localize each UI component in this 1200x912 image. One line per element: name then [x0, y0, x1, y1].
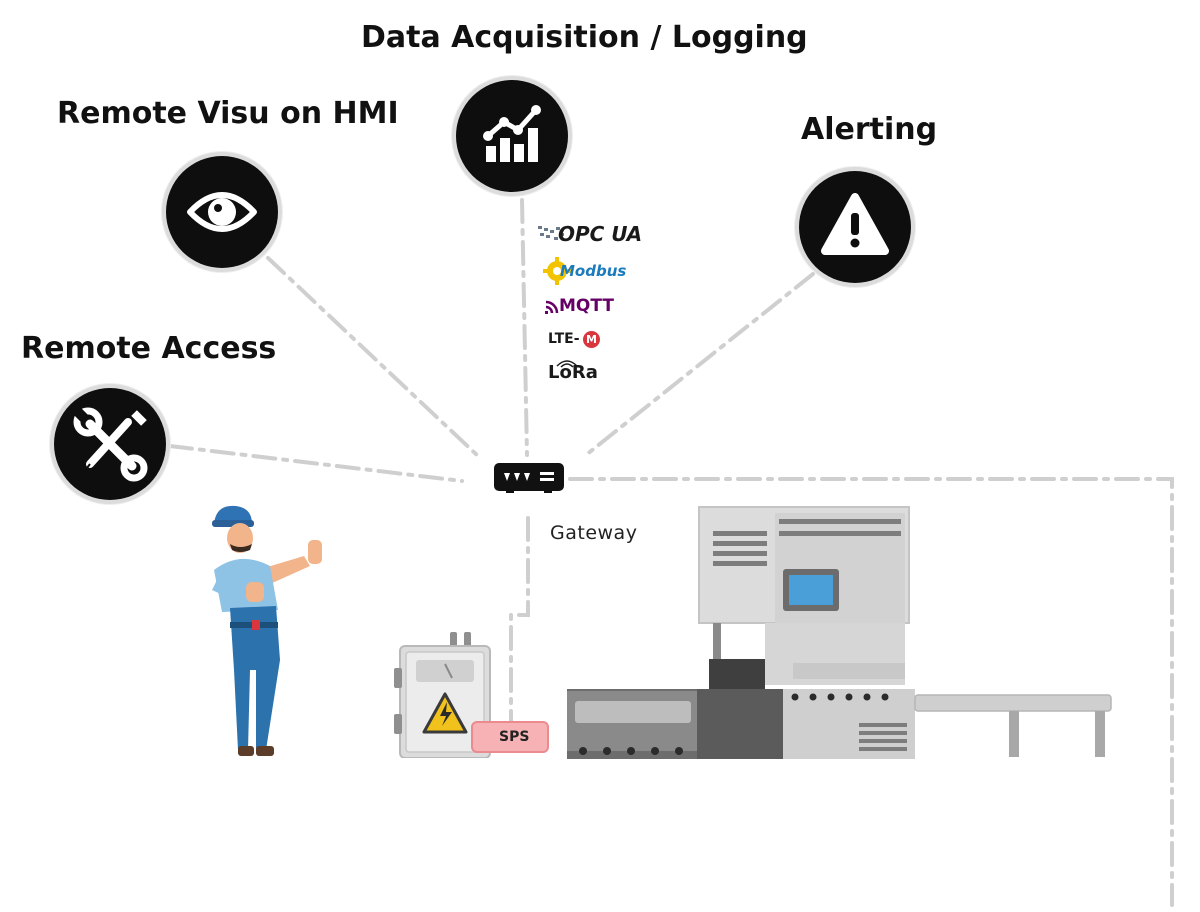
gateway-label: Gateway — [550, 522, 638, 544]
mqtt-logo: MQTT — [544, 296, 624, 318]
line-remote-visu — [266, 256, 480, 458]
eye-icon — [187, 192, 257, 232]
line-gateway-sps — [509, 516, 530, 726]
opcua-text: OPC UA — [558, 222, 643, 246]
alerting-circle — [799, 171, 911, 283]
remote-visu-circle — [166, 156, 278, 268]
mqtt-text: MQTT — [559, 296, 614, 316]
lora-text: LoRa — [548, 362, 598, 383]
label-alerting: Alerting — [801, 112, 938, 147]
lora-logo: LoRa — [548, 356, 608, 388]
opcua-logo: OPC UA — [536, 222, 651, 246]
electrical-cabinet-icon — [394, 632, 491, 758]
modbus-text: Modbus — [560, 262, 627, 280]
sps-badge: SPS — [471, 721, 549, 753]
line-gateway-machine — [568, 477, 1174, 907]
modbus-gear-icon — [543, 257, 571, 285]
opcua-mark-icon — [538, 226, 564, 240]
ltem-text: LTE- — [548, 331, 580, 347]
modbus-logo: Modbus — [542, 256, 642, 286]
production-machine — [567, 506, 1112, 759]
label-remote-visu: Remote Visu on HMI — [57, 96, 399, 131]
label-remote-access: Remote Access — [21, 331, 277, 366]
lora-wave-icon — [556, 360, 578, 368]
mqtt-signal-icon — [545, 300, 559, 314]
worker-illustration — [212, 505, 322, 756]
remote-access-circle — [54, 388, 166, 500]
data-acquisition-circle — [456, 80, 568, 192]
line-data-acquisition — [520, 198, 529, 457]
ltem-badge: M — [583, 331, 600, 348]
ltem-logo: LTE- M — [548, 330, 608, 352]
chart-growth-icon — [483, 105, 541, 162]
tools-icon — [73, 407, 148, 482]
line-remote-access — [168, 444, 464, 483]
line-alerting — [584, 272, 815, 457]
warning-icon — [821, 193, 889, 255]
router-icon — [494, 463, 564, 493]
label-data-acquisition: Data Acquisition / Logging — [361, 20, 808, 55]
